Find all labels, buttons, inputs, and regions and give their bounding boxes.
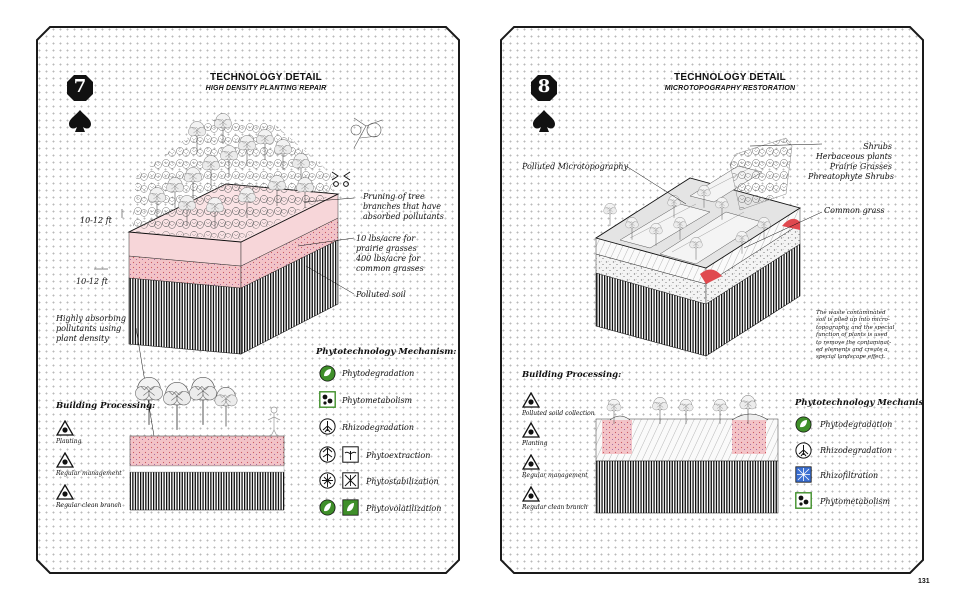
panel-number: 7 <box>73 76 87 97</box>
step-regular-clean-branch: Regular clean branch <box>56 502 122 509</box>
triangle-warning-icon <box>522 422 540 438</box>
leaf-box-icon <box>342 499 359 516</box>
building-processing-title: Building Processing: <box>56 401 156 411</box>
mechanism-phytodegradation: Phytodegradation <box>820 420 893 429</box>
panel-subtitle: HIGH DENSITY PLANTING REPAIR <box>205 85 327 92</box>
mechanism-phytodegradation: Phytodegradation <box>342 369 415 378</box>
spade-icon <box>67 108 93 134</box>
panel-title: TECHNOLOGY DETAIL <box>674 72 786 83</box>
cells-icon <box>795 492 812 509</box>
mechanism-rhizodegradation: Rhizodegradation <box>820 446 892 455</box>
isometric-planting-diagram <box>36 26 460 574</box>
height-label-bottom: 10-12 ft <box>76 277 108 286</box>
step-regular-management: Regular management <box>522 472 588 479</box>
pruning-label: Pruning of tree branches that have absor… <box>363 192 444 221</box>
panel-number: 8 <box>537 76 551 97</box>
mechanism-rhizofiltration: Rhizofiltration <box>820 471 879 480</box>
panel-title: TECHNOLOGY DETAIL <box>210 72 322 83</box>
triangle-warning-icon <box>56 452 74 468</box>
mechanism-rhizodegradation: Rhizodegradation <box>342 423 414 432</box>
step-regular-clean-branch: Regular clean branch <box>522 504 588 511</box>
step-planting: Planting <box>56 438 82 445</box>
triangle-warning-icon <box>56 484 74 500</box>
root-icon <box>319 418 336 435</box>
spade-icon <box>531 108 557 134</box>
phytotechnology-mechanism-title: Phytotechnology Mechanism: <box>795 398 936 408</box>
mechanism-phytoextraction: Phytoextraction <box>366 451 431 460</box>
root-icon <box>795 442 812 459</box>
polluted-soil-label: Polluted soil <box>356 290 406 299</box>
plant-up-icon <box>319 446 336 463</box>
plants-label: Shrubs Herbaceous plants Prairie Grasses… <box>808 142 895 181</box>
mechanism-phytometabolism: Phytometabolism <box>342 396 413 405</box>
mechanism-phytostabilization: Phytostabilization <box>366 477 439 486</box>
step-polluted-soil-collection: Polluted soild collection <box>522 410 595 417</box>
plant-density-label: Highly absorbing pollutants using plant … <box>56 314 127 343</box>
stabilize-icon <box>319 472 336 489</box>
filter-icon <box>795 466 812 483</box>
step-regular-management: Regular management <box>56 470 122 477</box>
height-label-top: 10-12 ft <box>80 216 112 225</box>
cells-icon <box>319 391 336 408</box>
leaf-icon <box>795 416 812 433</box>
triangle-warning-icon <box>56 420 74 436</box>
step-planting: Planting <box>522 440 548 447</box>
panel-high-density-planting: 7 TECHNOLOGY DETAIL HIGH DENSITY PLANTIN… <box>36 26 460 574</box>
phytotechnology-mechanism-title: Phytotechnology Mechanism: <box>316 347 457 357</box>
description-note: The waste contaminated soil is piled up … <box>816 310 895 361</box>
mechanism-phytovolatilization: Phytovolatilization <box>366 504 442 513</box>
panel-microtopography-restoration: 8 TECHNOLOGY DETAIL MICROTOPOGRAPHY REST… <box>500 26 924 574</box>
page-number: 131 <box>918 578 930 585</box>
isometric-microtopography-diagram <box>500 26 924 574</box>
building-processing-title: Building Processing: <box>522 370 622 380</box>
polluted-microtopography-label: Polluted Microtopography <box>522 162 629 171</box>
mechanism-phytometabolism: Phytometabolism <box>820 497 891 506</box>
plant-box-icon <box>342 446 359 463</box>
triangle-warning-icon <box>522 392 540 408</box>
leaf-volatilize-icon <box>319 499 336 516</box>
common-grass-label: Common grass <box>824 206 885 215</box>
triangle-warning-icon <box>522 486 540 502</box>
stabilize-box-icon <box>342 472 359 489</box>
leaf-icon <box>319 365 336 382</box>
triangle-warning-icon <box>522 454 540 470</box>
rates-label: 10 lbs/acre for prairie grasses 400 lbs/… <box>356 234 424 273</box>
panel-subtitle: MICROTOPOGRAPHY RESTORATION <box>664 85 796 92</box>
